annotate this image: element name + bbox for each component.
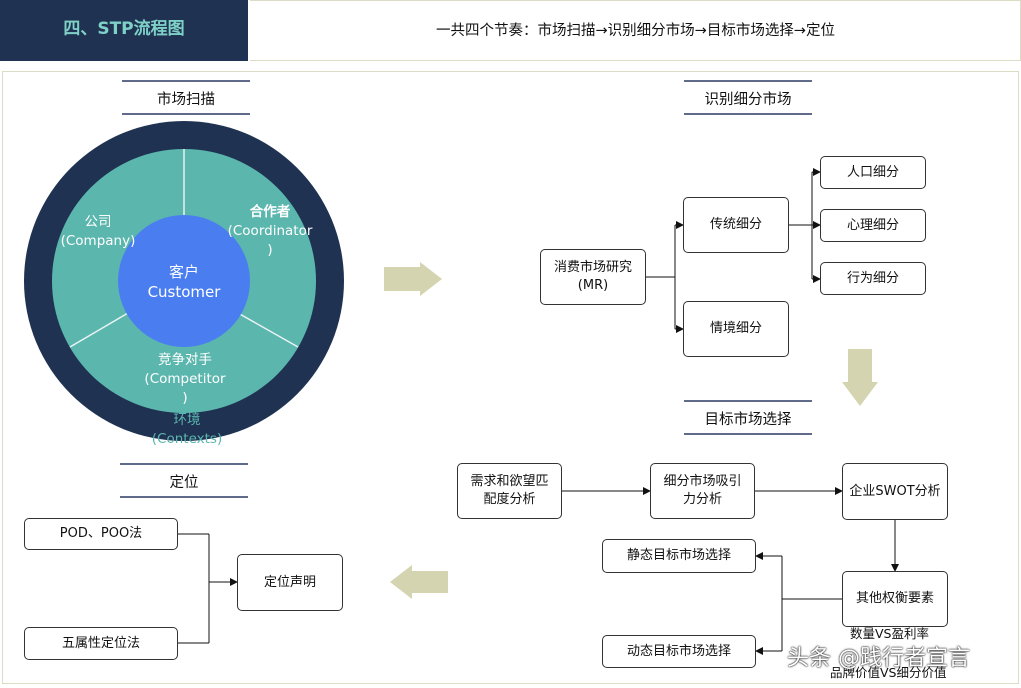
- customer-label-en: Customer: [147, 283, 221, 301]
- tradeoff-box: 其他权衡要素: [842, 571, 948, 627]
- wheel-center-label: 客户 Customer: [118, 262, 250, 302]
- attractiveness-box: 细分市场吸引力分析: [650, 463, 755, 519]
- pod-poo-box: POD、POO法: [24, 518, 178, 550]
- dynamic-target-box: 动态目标市场选择: [602, 635, 756, 668]
- company-label-en: (Company): [60, 233, 136, 249]
- coordinator-label: 合作者 (Coordinator ): [222, 203, 318, 260]
- traditional-box: 传统细分: [683, 197, 789, 253]
- situational-box: 情境细分: [683, 301, 789, 357]
- behavioral-box: 行为细分: [820, 262, 926, 295]
- needs-line1: 需求和欲望匹: [470, 474, 549, 489]
- psychological-box: 心理细分: [820, 209, 926, 242]
- coordinator-label-close: ): [267, 242, 273, 258]
- competitor-label: 竞争对手 (Competitor ): [130, 351, 240, 408]
- positioning-statement-box: 定位声明: [237, 554, 343, 611]
- content-frame: [2, 71, 1019, 684]
- segment-connectors: [646, 168, 821, 333]
- needs-match-box: 需求和欲望匹配度分析: [457, 463, 562, 519]
- tradeoff-note-2: 品牌价值VS细分价值: [830, 665, 947, 680]
- swot-box: 企业SWOT分析: [842, 463, 948, 520]
- arrow-down-icon: [842, 349, 878, 406]
- company-label-cn: 公司: [84, 214, 112, 230]
- position-connectors: [178, 533, 238, 644]
- section-title-position: 定位: [169, 475, 199, 491]
- section-title-scan: 市场扫描: [157, 92, 215, 108]
- attract-line1: 细分市场吸引: [663, 474, 742, 489]
- mr-line1: 消费市场研究: [553, 260, 632, 275]
- competitor-label-close: ): [182, 390, 188, 406]
- coordinator-label-en: (Coordinator: [227, 223, 313, 239]
- page-subtitle: 一共四个节奏：市场扫描→识别细分市场→目标市场选择→定位: [436, 23, 835, 39]
- wheel-center: [118, 215, 250, 347]
- population-box: 人口细分: [820, 156, 926, 189]
- target-connectors: [562, 487, 899, 655]
- arrow-left-icon: [390, 565, 448, 599]
- static-target-box: 静态目标市场选择: [602, 539, 756, 573]
- company-label: 公司 (Company): [48, 213, 148, 251]
- attract-line2: 力分析: [682, 492, 722, 507]
- five-attribute-box: 五属性定位法: [24, 627, 178, 660]
- needs-line2: 配度分析: [483, 492, 536, 507]
- divider-right: [237, 312, 299, 348]
- section-title-segment: 识别细分市场: [704, 92, 792, 108]
- context-label: 环境 (Contexts): [137, 411, 237, 449]
- divider-left: [69, 312, 129, 348]
- competitor-label-en: (Competitor: [144, 371, 226, 387]
- watermark: 头条 @践行者宣言: [787, 646, 970, 671]
- section-title-target: 目标市场选择: [704, 412, 792, 428]
- header-title-bar: [0, 0, 248, 61]
- context-label-cn: 环境: [173, 412, 201, 428]
- competitor-label-cn: 竞争对手: [158, 352, 212, 368]
- tradeoff-note-1: 数量VS盈利率: [850, 626, 929, 641]
- page-title: 四、STP流程图: [63, 19, 185, 39]
- coordinator-label-cn: 合作者: [249, 204, 291, 220]
- mr-line2: (MR): [577, 278, 609, 293]
- mr-box: 消费市场研究 (MR): [540, 249, 646, 305]
- customer-label-cn: 客户: [168, 263, 199, 281]
- customer-wheel: [24, 121, 344, 441]
- arrow-right-icon: [384, 262, 442, 296]
- context-label-en: (Contexts): [151, 431, 223, 447]
